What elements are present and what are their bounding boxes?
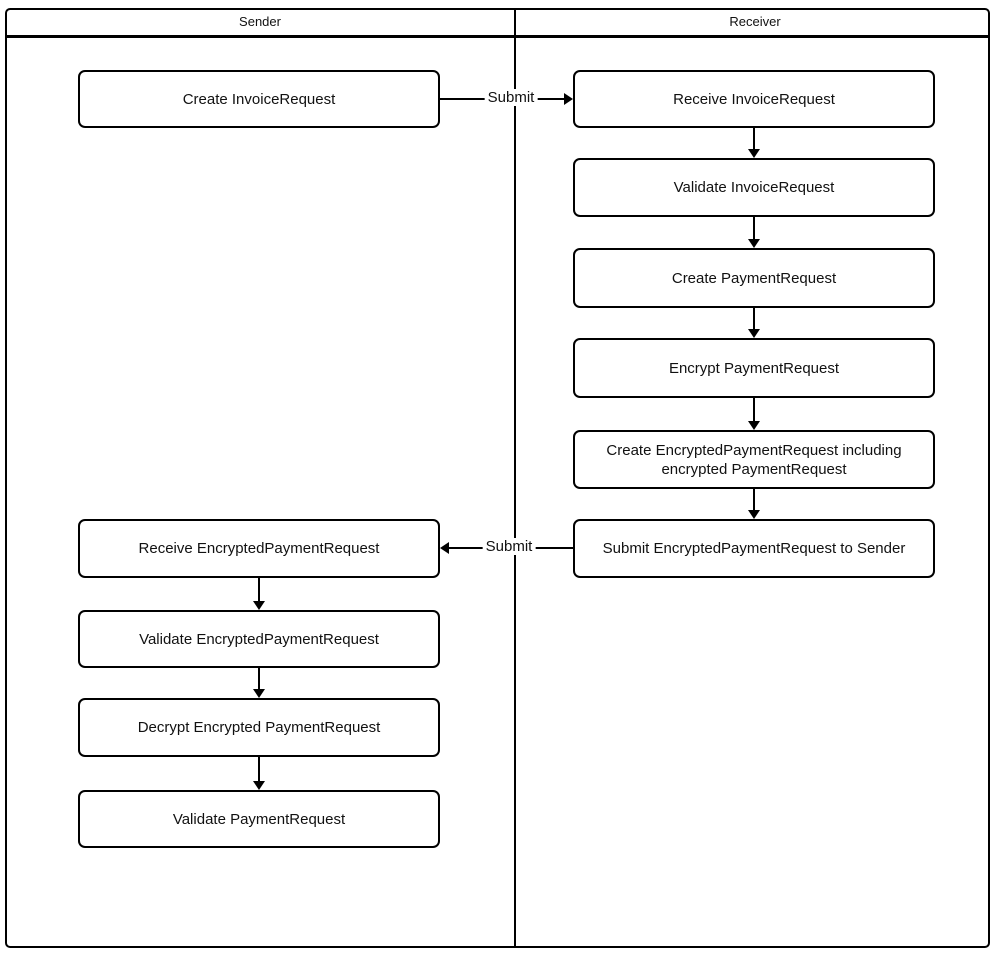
down-arrowhead-icon (748, 421, 760, 430)
right-arrowhead-icon (564, 93, 573, 105)
header-divider-line (5, 35, 990, 38)
node-create-paymentrequest: Create PaymentRequest (573, 248, 935, 308)
down-arrowhead-icon (253, 781, 265, 790)
arrow-createencrypted-to-submit-line (753, 489, 755, 510)
edge-label-submit-invoicerequest: Submit (484, 89, 538, 106)
lane-divider (514, 8, 516, 948)
lane-header-receiver: Receiver (729, 14, 781, 29)
arrow-decrypt-to-validatepay-line (258, 757, 260, 781)
node-receive-encryptedpaymentrequest: Receive EncryptedPaymentRequest (78, 519, 440, 578)
arrow-create-to-encrypt-line (753, 308, 755, 329)
arrow-encrypt-to-createencrypted-line (753, 398, 755, 421)
node-decrypt-encrypted-paymentrequest: Decrypt Encrypted PaymentRequest (78, 698, 440, 757)
arrow-receive-to-validateenc-line (258, 578, 260, 601)
left-arrowhead-icon (440, 542, 449, 554)
down-arrowhead-icon (253, 601, 265, 610)
arrow-receive-to-validate-line (753, 128, 755, 149)
down-arrowhead-icon (748, 239, 760, 248)
node-validate-paymentrequest: Validate PaymentRequest (78, 790, 440, 848)
arrow-validate-to-create-line (753, 217, 755, 239)
down-arrowhead-icon (748, 510, 760, 519)
node-validate-invoicerequest: Validate InvoiceRequest (573, 158, 935, 217)
node-receive-invoicerequest: Receive InvoiceRequest (573, 70, 935, 128)
down-arrowhead-icon (748, 149, 760, 158)
node-create-invoicerequest: Create InvoiceRequest (78, 70, 440, 128)
node-encrypt-paymentrequest: Encrypt PaymentRequest (573, 338, 935, 398)
down-arrowhead-icon (253, 689, 265, 698)
node-create-encryptedpaymentrequest: Create EncryptedPaymentRequest including… (573, 430, 935, 489)
edge-label-submit-encryptedpaymentrequest: Submit (482, 538, 536, 555)
arrow-validateenc-to-decrypt-line (258, 668, 260, 689)
lane-header-sender: Sender (239, 14, 281, 29)
node-validate-encryptedpaymentrequest: Validate EncryptedPaymentRequest (78, 610, 440, 668)
node-submit-encryptedpaymentrequest: Submit EncryptedPaymentRequest to Sender (573, 519, 935, 578)
down-arrowhead-icon (748, 329, 760, 338)
